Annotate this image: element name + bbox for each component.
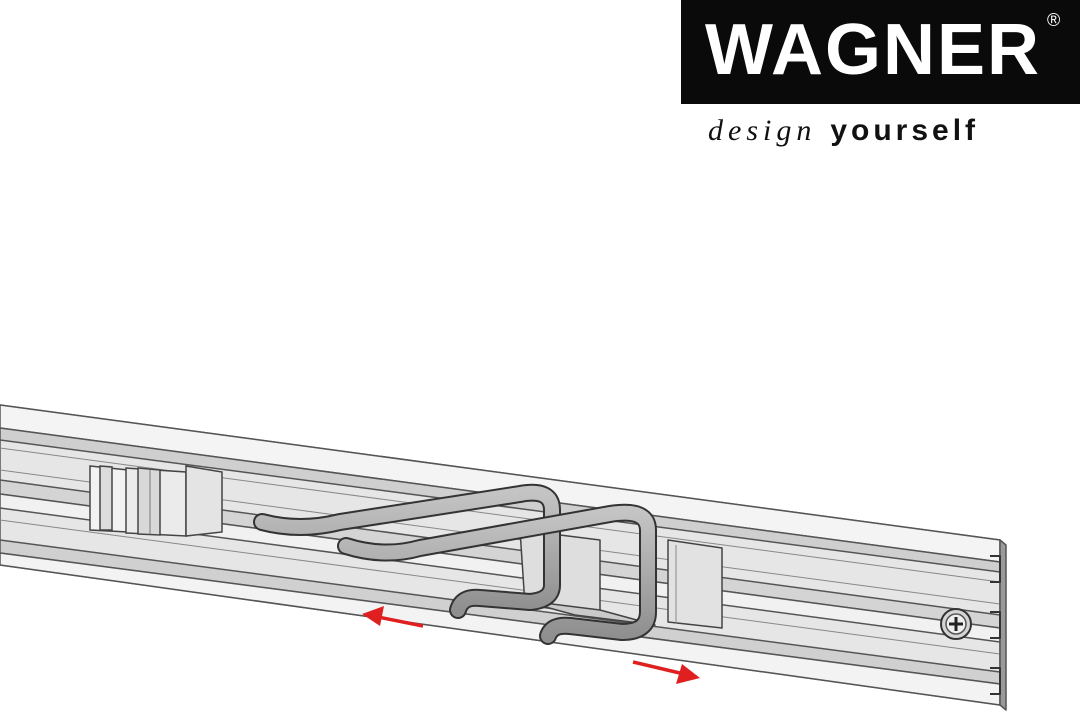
registered-mark: ® [1047, 10, 1061, 30]
double-hook [253, 483, 657, 645]
tagline-yourself: yourself [830, 114, 980, 147]
product-illustration [0, 404, 1007, 711]
brand-name: WAGNER [705, 10, 1041, 90]
brand-logo: WAGNER ® [681, 0, 1080, 104]
rail-clip [89, 465, 223, 537]
brand-tagline: design yourself [708, 112, 1053, 150]
screw-icon [940, 608, 972, 640]
arrow-left-icon [362, 606, 424, 628]
wall-rail [0, 404, 1007, 711]
tagline-design: design [708, 114, 817, 147]
arrow-right-icon [632, 660, 700, 684]
